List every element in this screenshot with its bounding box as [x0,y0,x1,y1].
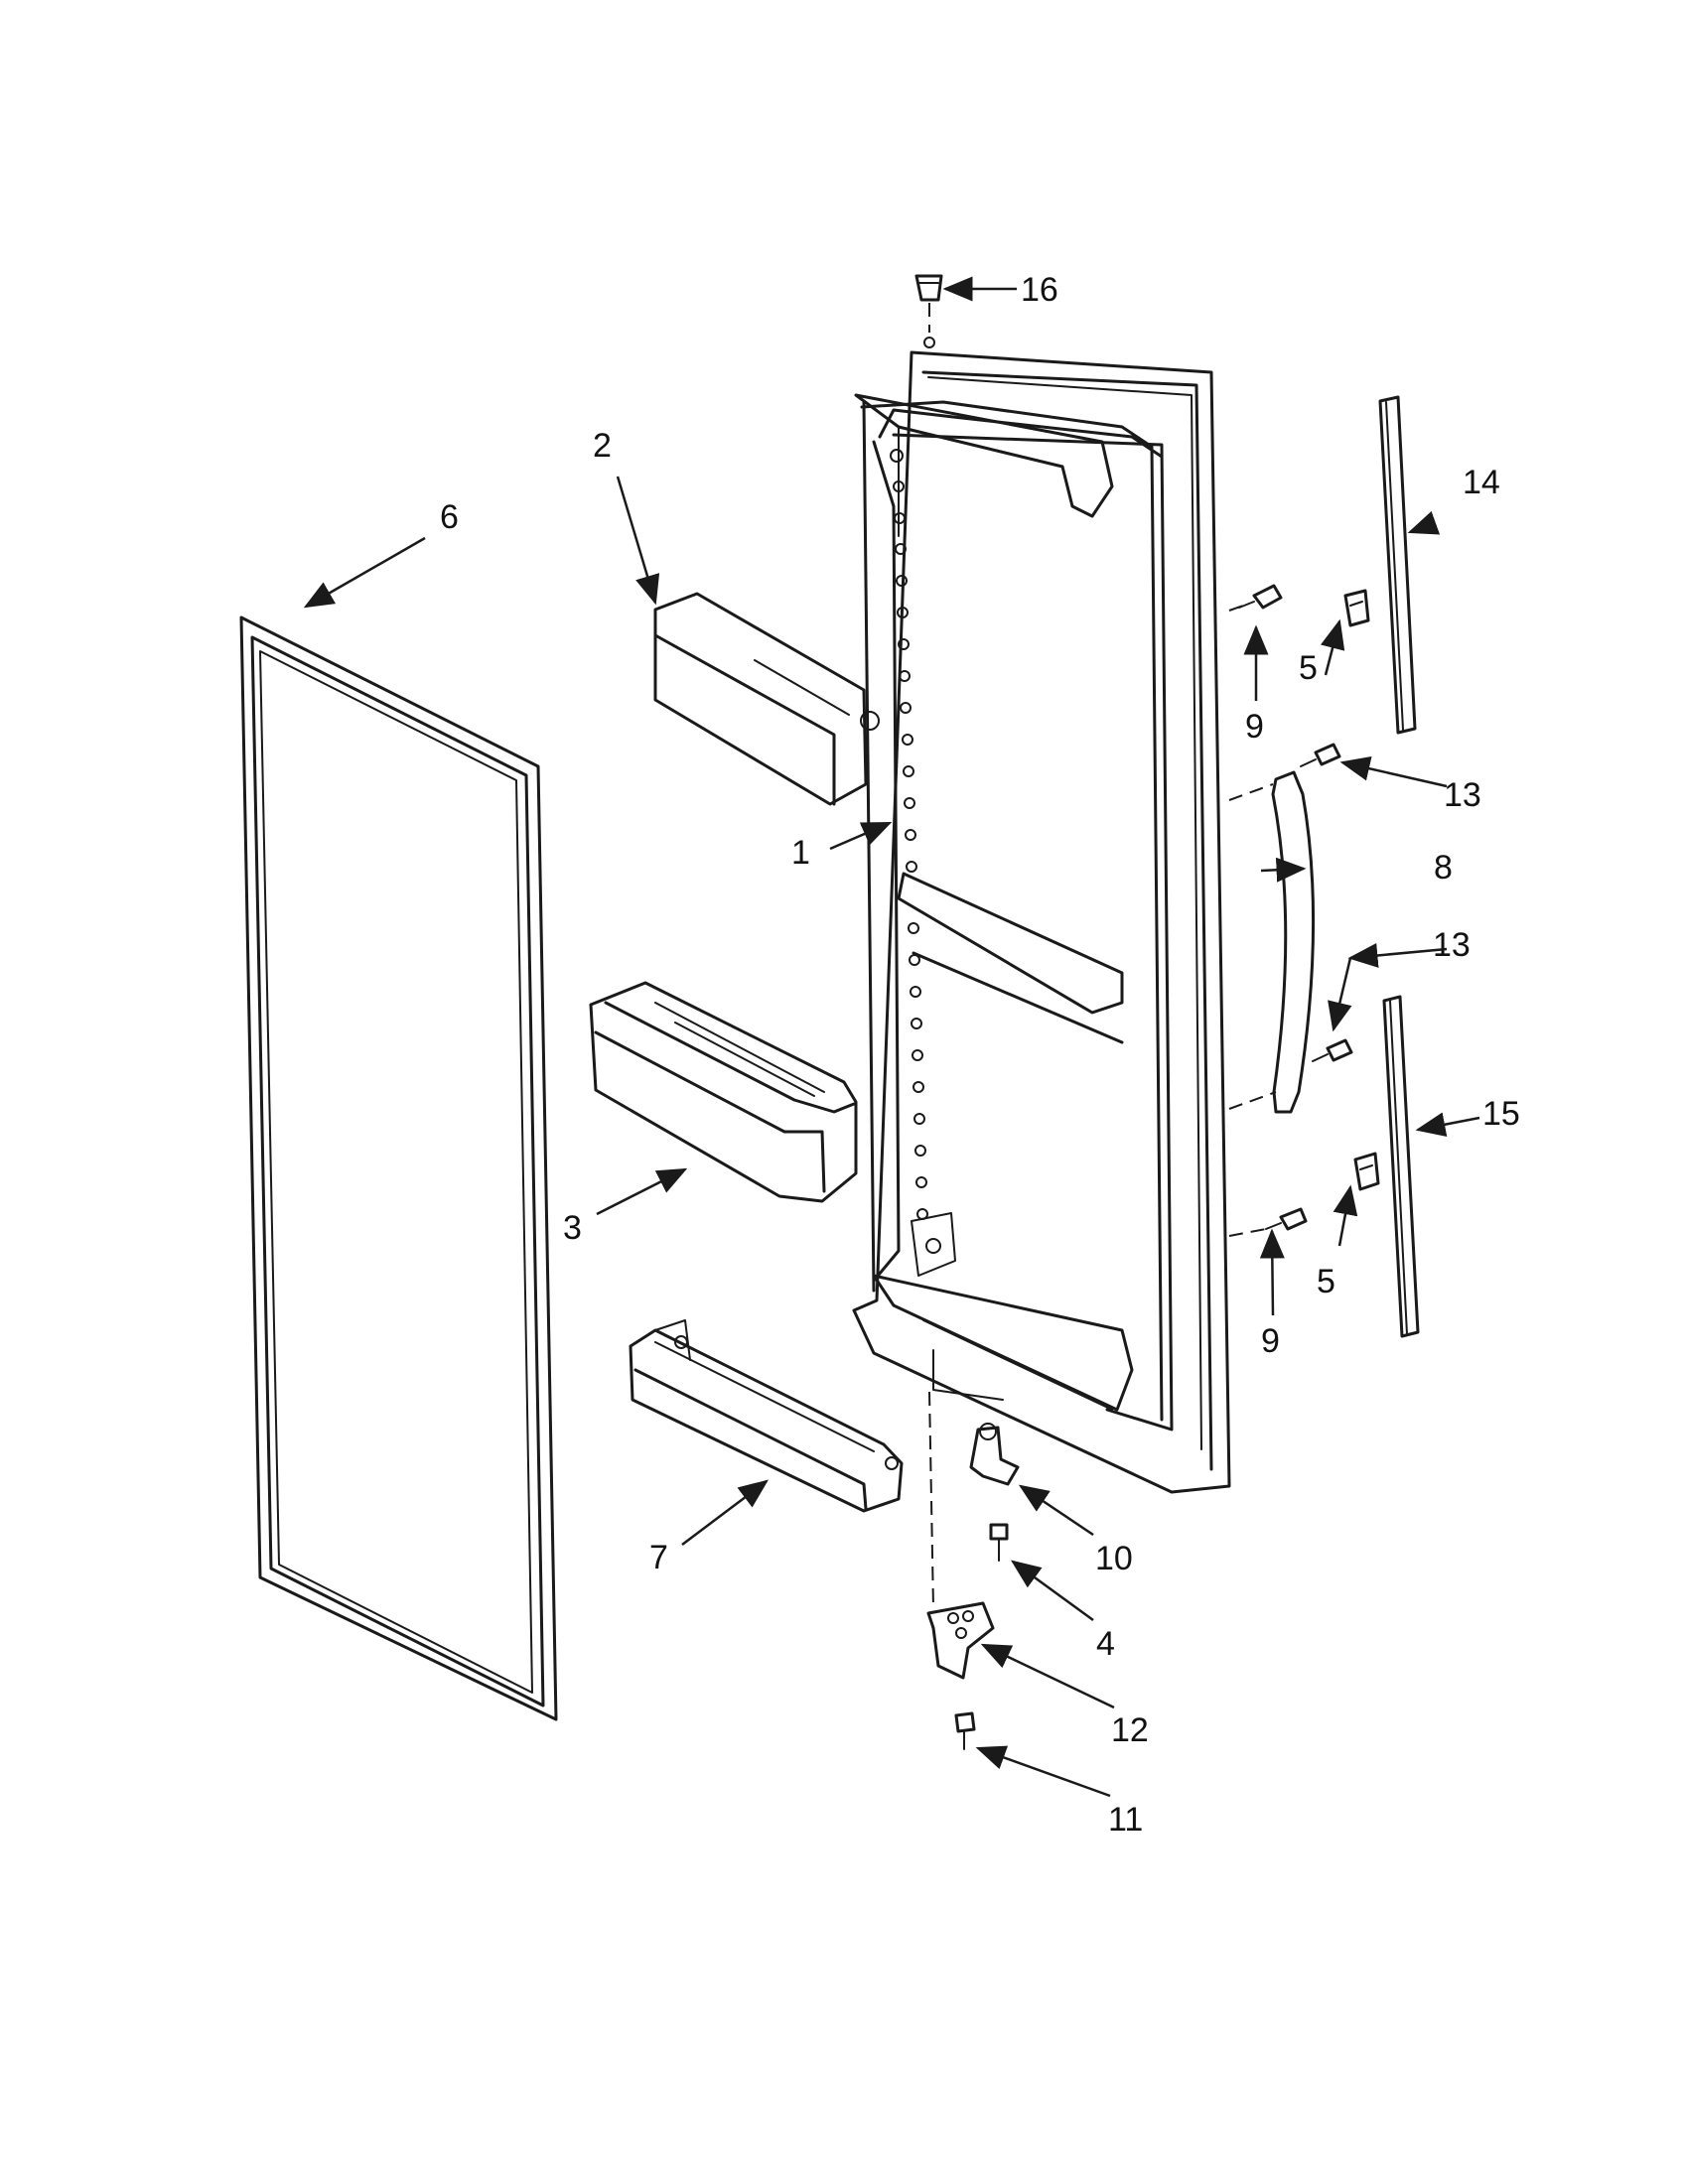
leader-lines [303,276,1480,1798]
handle-screw-lower [1228,1207,1308,1237]
callout-5-upper: 5 [1299,649,1318,687]
callout-2: 2 [593,427,612,465]
trim-clip-upper [1343,589,1370,627]
callout-11: 11 [1108,1801,1143,1839]
door-trim-lower [1382,995,1420,1338]
callout-16: 16 [1021,271,1058,309]
callout-8: 8 [1434,849,1453,887]
handle-mount-screw-lower [1312,1038,1353,1062]
callout-13-lower: 13 [1433,926,1471,964]
lower-hinge-plate [926,1601,995,1680]
door-handle [1228,770,1316,1114]
door-gasket [239,615,558,1721]
callout-4: 4 [1096,1625,1115,1663]
hinge-plate-screw [954,1711,976,1750]
door-assembly [852,350,1231,1494]
callout-3: 3 [563,1209,582,1247]
top-hinge-cap [914,274,943,348]
hinge-alignment-line [928,1391,934,1609]
door-bin-upper [653,592,880,806]
callout-14: 14 [1463,464,1500,501]
callout-5-lower: 5 [1317,1263,1335,1300]
callout-9-upper: 9 [1245,708,1264,746]
door-bin-lower [629,1319,904,1513]
callout-13-upper: 13 [1444,776,1481,814]
door-bin-middle [589,981,858,1203]
callout-9-lower: 9 [1261,1322,1280,1360]
callout-labels: 16 2 6 1 8 9 5 13 14 13 15 9 5 3 7 10 4 … [440,271,1520,1839]
callout-12: 12 [1111,1711,1149,1749]
callout-15: 15 [1482,1095,1520,1133]
lower-hinge-pin [969,1423,1020,1486]
trim-clip-lower [1353,1152,1380,1191]
callout-6: 6 [440,498,459,536]
callout-7: 7 [649,1539,668,1576]
callout-1: 1 [791,834,810,872]
handle-mount-screw-upper [1300,743,1341,767]
door-trim-upper [1378,395,1417,735]
handle-screw-upper [1228,584,1283,612]
hinge-screw [989,1523,1009,1562]
callout-10: 10 [1095,1540,1133,1577]
